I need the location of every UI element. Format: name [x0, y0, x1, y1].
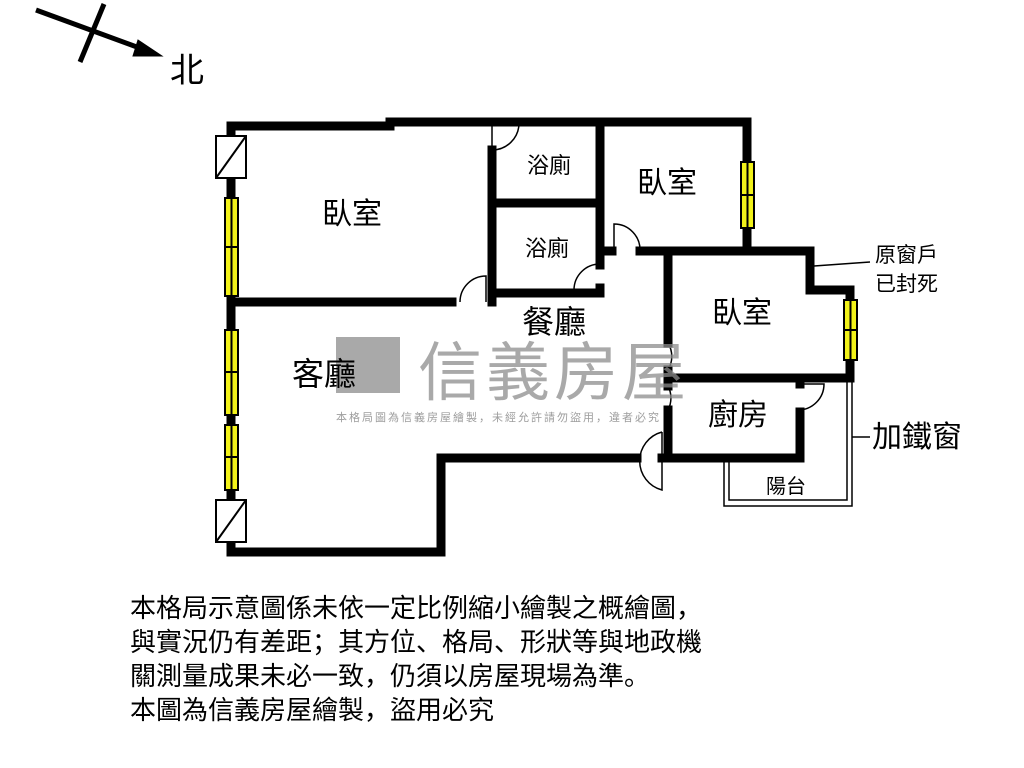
leader-lines [813, 261, 871, 438]
door-swings [459, 123, 825, 491]
door-kitchen [667, 385, 672, 411]
door-bath1 [491, 123, 520, 151]
watermark-brand: 信義房屋 [418, 337, 690, 411]
watermark-notice: 本格局圖為信義房屋繪製，未經允許請勿盜用，違者必究 [336, 411, 661, 424]
room-bathroom-1: 浴廁 [527, 154, 572, 179]
door-bedroom2 [613, 223, 641, 252]
room-bedroom-1: 臥室 [322, 197, 382, 232]
fixed-windows [215, 135, 247, 543]
room-balcony: 陽台 [766, 474, 806, 498]
door-kitchen-balcony [797, 383, 825, 411]
door-entrance [638, 431, 663, 491]
room-bedroom-3: 臥室 [712, 296, 772, 331]
iron-window-note: 加鐵窗 [872, 420, 962, 455]
disclaimer-line: 本格局示意圖係未依一定比例縮小繪製之概繪圖， [130, 594, 703, 624]
north-arrow-icon [35, 3, 164, 63]
walls [226, 117, 855, 557]
room-kitchen: 廚房 [708, 398, 768, 433]
disclaimer-line: 關測量成果未必一致，仍須以房屋現場為準。 [130, 662, 651, 692]
disclaimer: 本格局示意圖係未依一定比例縮小繪製之概繪圖， 與實況仍有差距；其方位、格局、形狀… [130, 592, 702, 728]
balcony-rail [723, 380, 853, 507]
room-dining-room: 餐廳 [522, 303, 587, 341]
compass-north-label: 北 [170, 51, 204, 91]
watermark-logo-icon [336, 337, 400, 393]
windows [224, 161, 858, 491]
sealed-window-note-line1: 原窗戶 [875, 243, 938, 267]
door-bedroom3 [667, 342, 673, 371]
room-bedroom-2: 臥室 [637, 166, 697, 201]
disclaimer-line: 與實況仍有差距；其方位、格局、形狀等與地政機 [130, 628, 703, 658]
room-living-room: 客廳 [292, 355, 357, 393]
room-bathroom-2: 浴廁 [525, 237, 570, 262]
disclaimer-line: 本圖為信義房屋繪製，盜用必究 [130, 696, 495, 726]
door-bath2 [573, 263, 601, 291]
door-bedroom1 [459, 275, 487, 303]
sealed-window-note-line2: 已封死 [875, 272, 938, 296]
